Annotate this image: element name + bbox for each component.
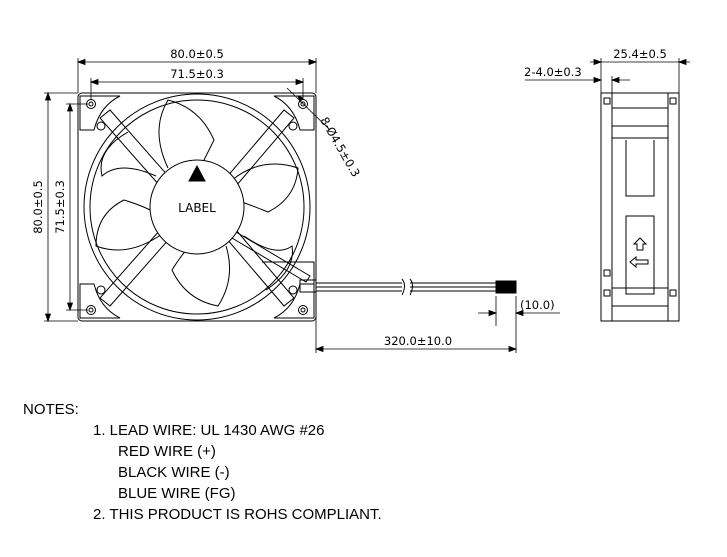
dim-height-overall: 80.0±0.5	[31, 180, 45, 234]
fan-blades	[95, 99, 299, 307]
venturi-outer	[83, 93, 311, 321]
dimensions-side	[525, 58, 690, 93]
note-line-4: BLUE WIRE (FG)	[118, 485, 236, 502]
note-line-2: RED WIRE (+)	[118, 443, 216, 460]
hub	[149, 159, 245, 255]
dim-width-overall: 80.0±0.5	[170, 47, 224, 61]
dim-hole-spec: 8-Ø4.5±0.3	[317, 115, 362, 180]
dimensions-front	[44, 58, 560, 353]
dim-lead-length: 320.0±10.0	[384, 334, 452, 348]
dim-flange: 2-4.0±0.3	[524, 65, 582, 79]
rotation-arrow	[629, 255, 649, 269]
note-line-1: 1. LEAD WIRE: UL 1430 AWG #26	[93, 422, 325, 439]
dim-height-holes: 71.5±0.3	[53, 180, 67, 234]
front-view: LABEL	[77, 92, 317, 322]
wire-channel	[231, 231, 317, 300]
airflow-arrow	[632, 237, 648, 251]
lead-wire	[316, 278, 517, 296]
note-line-5: 2. THIS PRODUCT IS ROHS COMPLIANT.	[93, 506, 382, 523]
side-view	[600, 92, 680, 322]
dim-width-holes: 71.5±0.3	[170, 67, 224, 81]
venturi-inner	[89, 99, 305, 315]
brand-triangle	[188, 164, 206, 182]
dim-depth: 25.4±0.5	[613, 47, 667, 61]
notes-heading: NOTES:	[23, 401, 79, 418]
dim-strip-length: (10.0)	[520, 298, 555, 312]
fan-frame	[77, 92, 317, 322]
hub-label: LABEL	[178, 201, 216, 215]
note-line-3: BLACK WIRE (-)	[118, 464, 230, 481]
